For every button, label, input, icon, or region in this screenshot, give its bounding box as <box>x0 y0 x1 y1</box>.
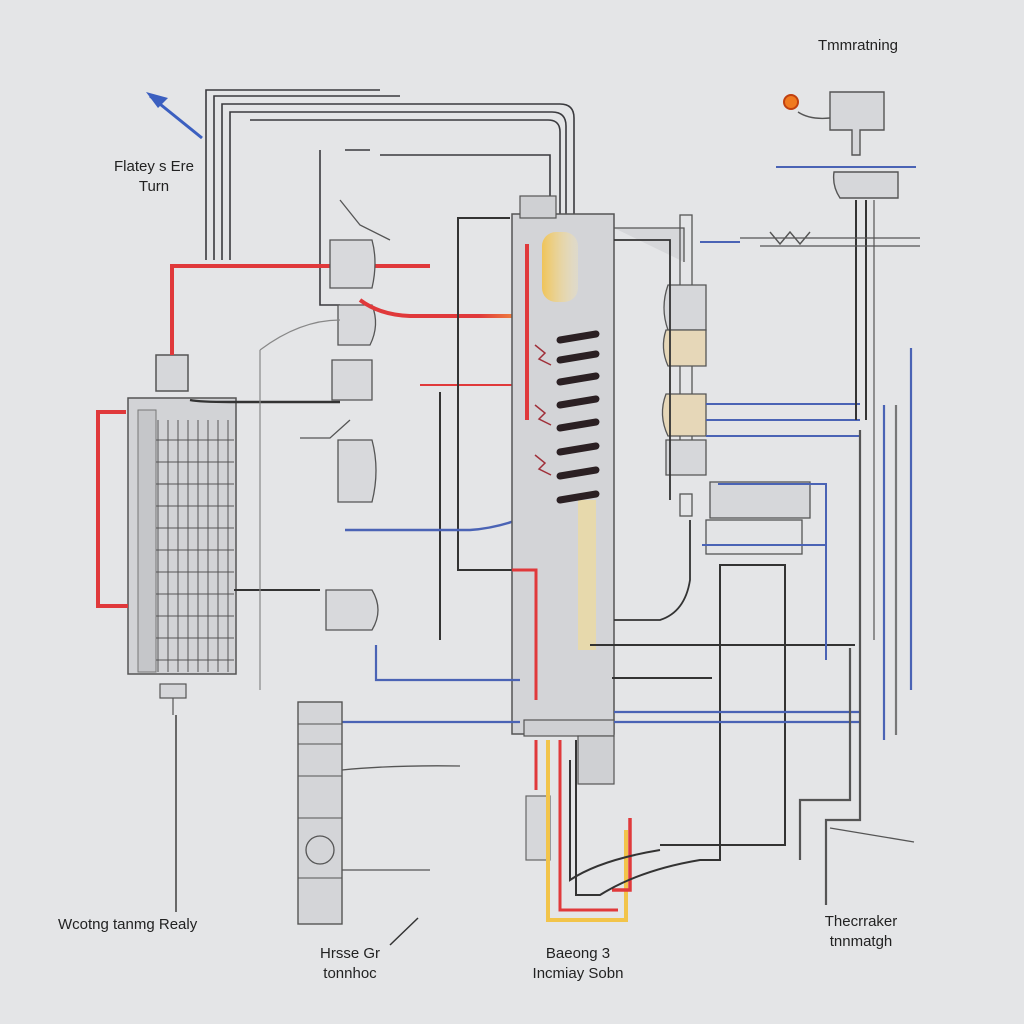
bottom-right-label-line1: Thecrraker <box>824 913 898 930</box>
yellow-wire <box>546 740 628 922</box>
top-left-label: Flatey s Ere Turn <box>104 157 204 197</box>
top-right-fixture <box>740 91 920 640</box>
top-right-label: Tmmratning <box>818 37 899 54</box>
heatsink-fins-icon <box>127 354 237 912</box>
top-left-label-line2: Turn <box>138 178 170 195</box>
bottom-center-label: Baeong 3 Incmiay Sobn <box>508 944 648 984</box>
bottom-right-label: Thecrraker tnnmatgh <box>806 912 916 952</box>
bottom-center-label-line1: Baeong 3 <box>545 945 611 962</box>
terminal-block <box>511 195 615 861</box>
bottom-center-label-line2: Incmiay Sobn <box>532 965 624 982</box>
relay-block-icon <box>297 701 461 946</box>
red-loop-wire <box>96 410 128 608</box>
bottom-mid-left-label-line2: tonnhoc <box>323 965 377 982</box>
bottom-mid-left-label-line1: Hrsse Gr <box>320 945 380 962</box>
bottom-mid-left-label: Hrsse Gr tonnhoc <box>300 944 400 984</box>
top-left-label-line1: Flatey s Ere <box>113 158 195 175</box>
indicator-light-icon <box>783 94 799 110</box>
bottom-right-label-line2: tnnmatgh <box>829 933 893 950</box>
right-connector-column <box>614 214 811 555</box>
red-feed-wire <box>170 264 430 355</box>
top-wire-bundle <box>205 89 575 306</box>
bottom-left-label: Wcotng tanmg Realy <box>58 916 198 933</box>
pointer-arrow-icon <box>146 92 203 140</box>
